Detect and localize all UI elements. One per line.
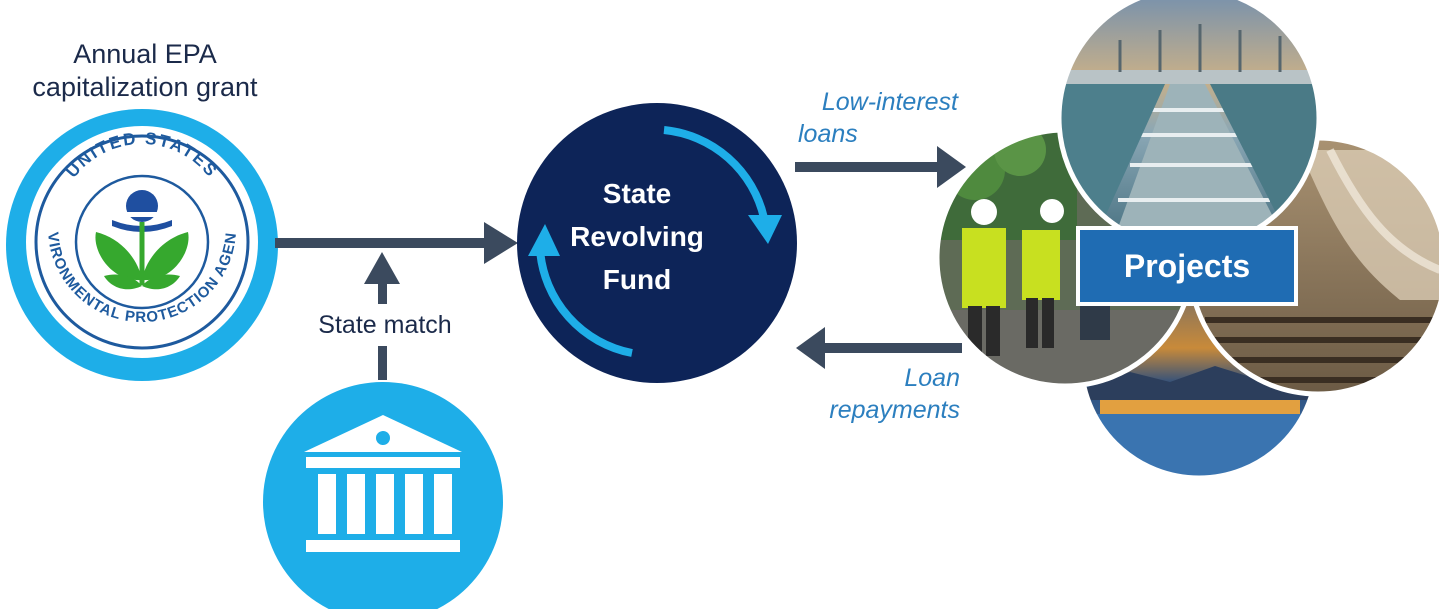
loans-arrow bbox=[795, 146, 966, 188]
fund-label-line2: Revolving bbox=[570, 221, 704, 252]
grant-label: Annual EPA capitalization grant bbox=[0, 38, 290, 104]
repayments-label: Loan repayments bbox=[740, 362, 960, 426]
fund-label-line3: Fund bbox=[602, 264, 672, 295]
treatment-plant-photo bbox=[1059, 0, 1319, 248]
fund-label-line1: State bbox=[602, 178, 672, 209]
loans-label-line1: Low-interest bbox=[821, 88, 958, 116]
state-match-arrow bbox=[364, 252, 400, 380]
loans-label: Low-interest loans bbox=[740, 86, 958, 150]
repayments-label-line2: repayments bbox=[829, 396, 960, 424]
revolving-fund-circle bbox=[517, 103, 797, 383]
grant-arrow bbox=[275, 222, 518, 264]
grant-label-line1: Annual EPA bbox=[73, 39, 217, 69]
projects-badge: Projects bbox=[1076, 226, 1298, 306]
state-match-label: State match bbox=[318, 311, 452, 339]
repayments-arrow bbox=[796, 327, 962, 369]
fund-label: State Revolving Fund bbox=[517, 172, 757, 301]
loans-label-line2: loans bbox=[798, 120, 858, 148]
repayments-label-line1: Loan bbox=[904, 364, 960, 392]
grant-label-line2: capitalization grant bbox=[32, 72, 258, 102]
bank-building-icon bbox=[263, 382, 503, 609]
